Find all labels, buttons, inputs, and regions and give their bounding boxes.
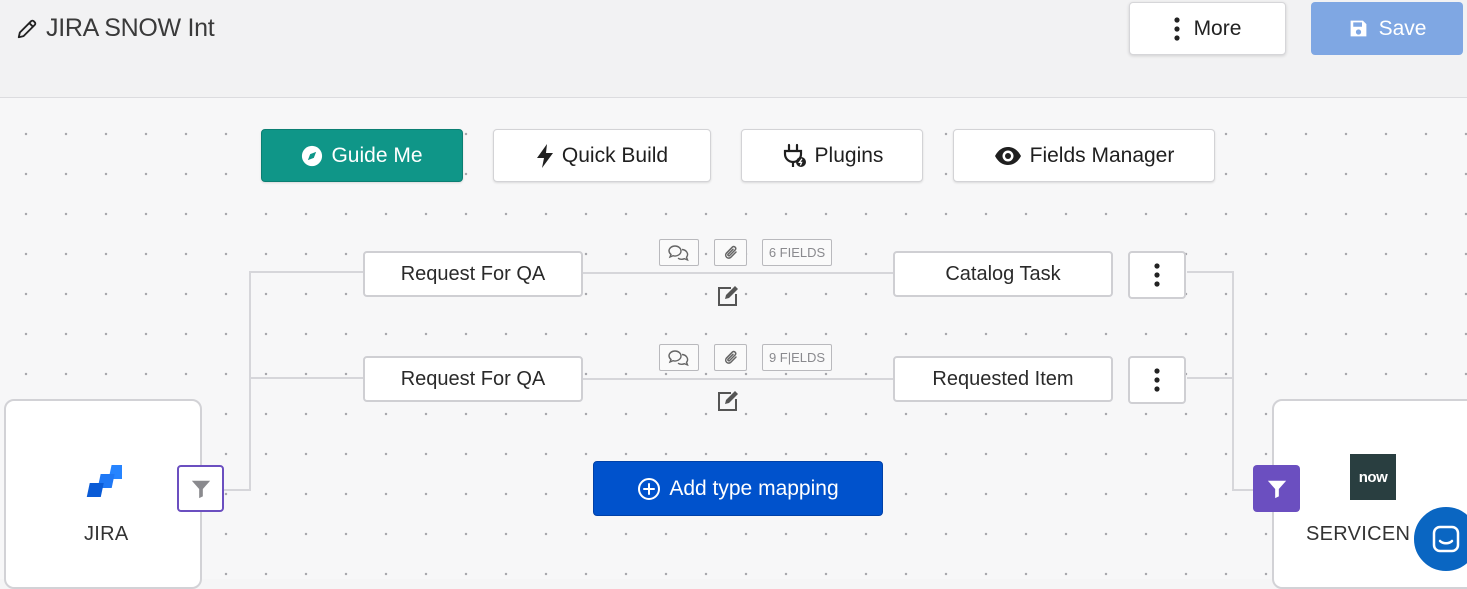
fields-count-label: 6 FIELDS [768, 245, 826, 260]
add-type-mapping-button[interactable]: Add type mapping [593, 461, 883, 516]
fields-count-chip-2[interactable]: 9 F|ELDS [762, 344, 832, 371]
filter-icon [191, 480, 210, 498]
edit-icon[interactable] [716, 285, 740, 307]
more-button[interactable]: More [1129, 2, 1286, 55]
chat-widget-button[interactable] [1410, 503, 1467, 575]
comments-icon [668, 244, 689, 261]
fields-count-chip-1[interactable]: 6 FIELDS [762, 239, 832, 266]
paperclip-icon [724, 245, 737, 259]
jira-filter-button[interactable] [177, 465, 224, 512]
edit-icon[interactable] [716, 390, 740, 412]
vertical-dots-icon [1154, 368, 1160, 392]
mapping-menu-button-1[interactable] [1128, 251, 1186, 299]
lightning-bolt-icon [536, 143, 553, 168]
source-type-label: Request For QA [400, 262, 546, 285]
plus-circle-icon [638, 477, 661, 500]
plug-icon [783, 143, 806, 167]
floppy-disk-icon [1350, 20, 1366, 37]
plugins-label: Plugins [814, 143, 884, 167]
pencil-icon [17, 19, 37, 38]
filter-icon [1267, 480, 1286, 498]
target-type-catalog-task[interactable]: Catalog Task [893, 251, 1113, 297]
comments-icon [668, 349, 689, 366]
more-button-label: More [1193, 16, 1242, 40]
paperclip-icon [724, 350, 737, 364]
comments-chip-2[interactable] [659, 344, 699, 371]
guide-me-label: Guide Me [331, 143, 423, 167]
fields-manager-label: Fields Manager [1029, 143, 1175, 167]
source-type-label: Request For QA [400, 367, 546, 390]
attachments-chip-1[interactable] [714, 239, 747, 266]
add-type-mapping-label: Add type mapping [669, 476, 839, 500]
servicenow-filter-button[interactable] [1253, 465, 1300, 512]
target-type-label: Catalog Task [945, 262, 1061, 285]
servicenow-logo: now [1350, 454, 1396, 500]
servicenow-logo-text: now [1358, 468, 1388, 486]
vertical-dots-icon [1173, 16, 1180, 41]
comments-chip-1[interactable] [659, 239, 699, 266]
fields-count-label: 9 F|ELDS [768, 350, 826, 365]
save-button[interactable]: Save [1311, 2, 1463, 55]
header-bar: JIRA SNOW Int More Save [0, 0, 1467, 98]
quick-build-label: Quick Build [561, 143, 669, 167]
chat-icon [1432, 525, 1460, 553]
source-type-request-for-qa-2[interactable]: Request For QA [363, 356, 583, 402]
quick-build-button[interactable]: Quick Build [493, 129, 711, 182]
connection-title[interactable]: JIRA SNOW Int [16, 14, 215, 43]
target-type-label: Requested Item [932, 367, 1074, 390]
mapping-menu-button-2[interactable] [1128, 356, 1186, 404]
source-type-request-for-qa-1[interactable]: Request For QA [363, 251, 583, 297]
attachments-chip-2[interactable] [714, 344, 747, 371]
eye-icon [994, 146, 1021, 165]
guide-me-button[interactable]: Guide Me [261, 129, 463, 182]
target-type-requested-item[interactable]: Requested Item [893, 356, 1113, 402]
servicenow-node-label: SERVICENO [1306, 523, 1427, 545]
jira-node-label: JIRA [84, 523, 129, 545]
vertical-dots-icon [1154, 263, 1160, 287]
save-button-label: Save [1378, 16, 1427, 40]
jira-logo-icon [86, 465, 122, 497]
plugins-button[interactable]: Plugins [741, 129, 923, 182]
compass-icon [302, 145, 323, 166]
fields-manager-button[interactable]: Fields Manager [953, 129, 1215, 182]
jira-node[interactable]: JIRA [4, 399, 202, 589]
connection-title-text: JIRA SNOW Int [46, 14, 215, 42]
